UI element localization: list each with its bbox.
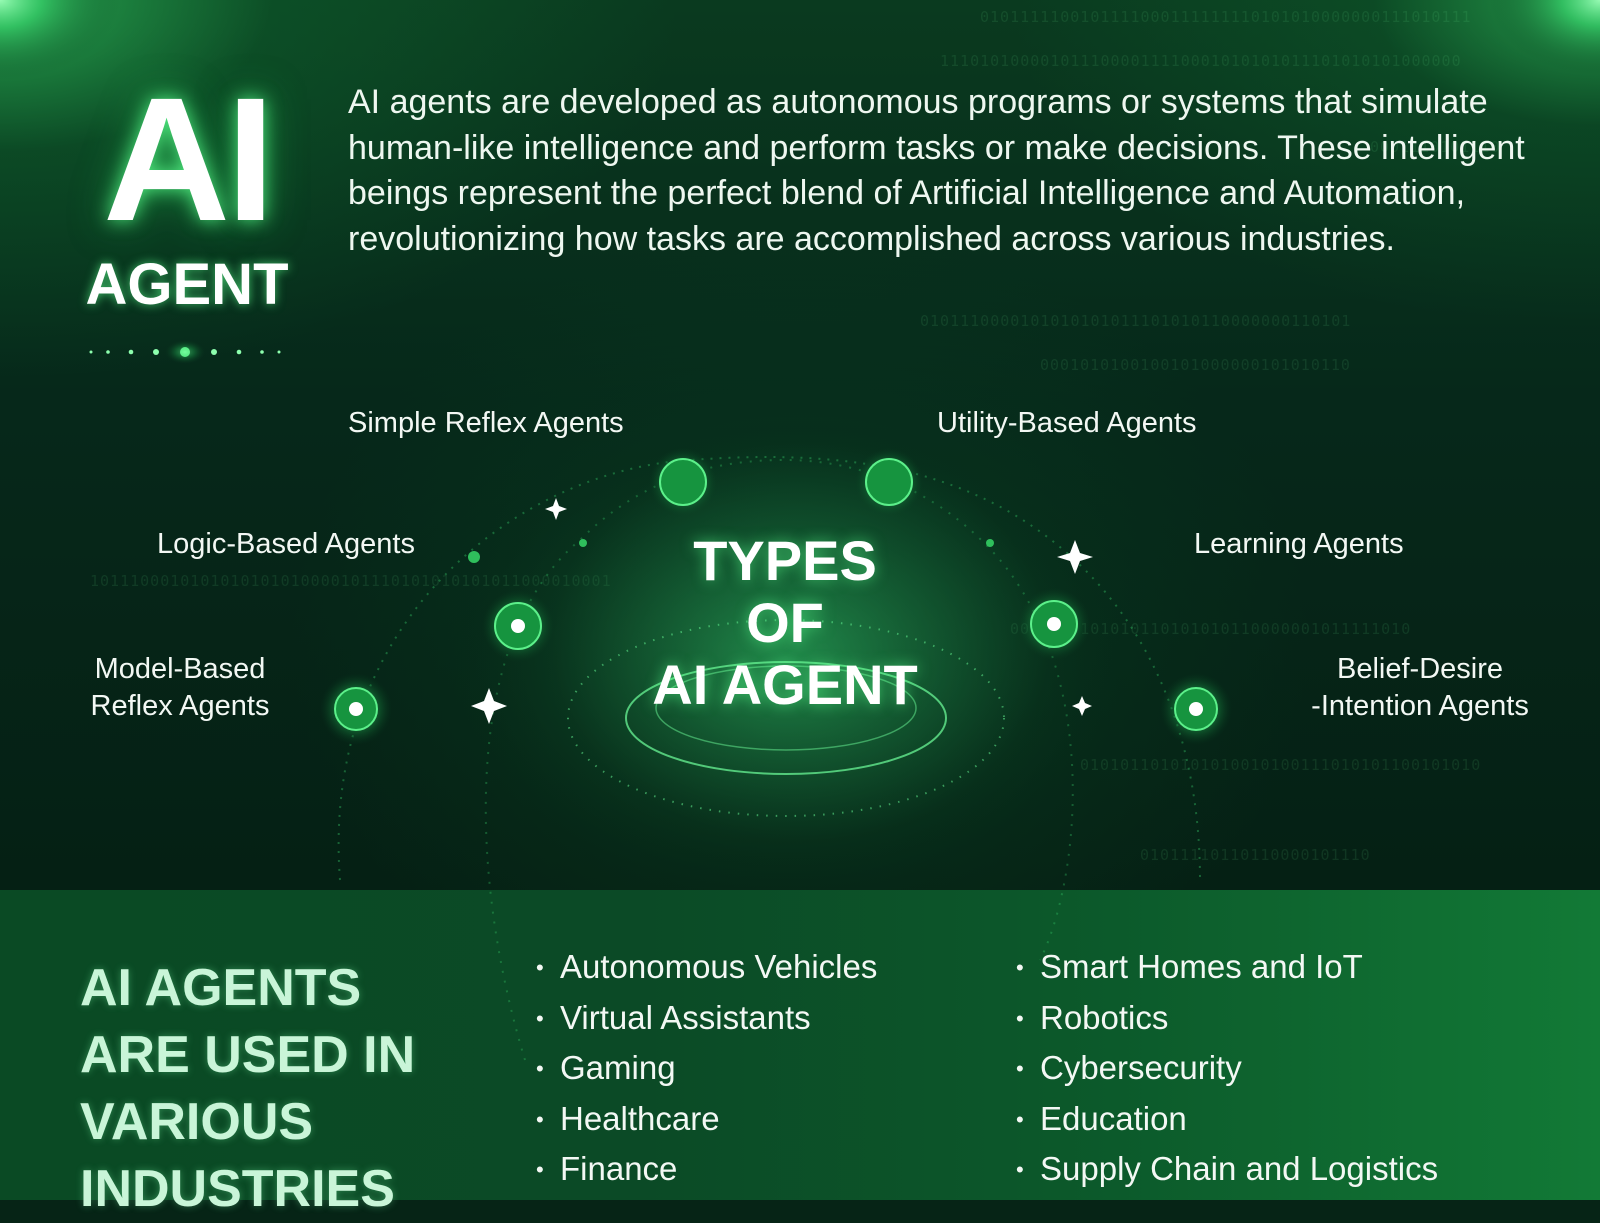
types-title: TYPES OF AI AGENT: [580, 530, 990, 716]
sparkle-icon: [471, 688, 507, 724]
sparkle-icon: [1057, 540, 1093, 574]
label-simple-reflex-agents: Simple Reflex Agents: [348, 407, 624, 439]
logo-dot-glow: [165, 340, 205, 364]
bullet-icon: •: [1016, 1157, 1024, 1182]
platform-ring: [655, 665, 917, 751]
orbit-dot: [468, 551, 480, 563]
list-item: • Virtual Assistants: [536, 993, 877, 1044]
bullet-icon: •: [536, 1106, 544, 1132]
list-item: • Supply Chain and Logistics: [1016, 1144, 1438, 1195]
bullet-icon: •: [1016, 1106, 1024, 1132]
industry-name: Gaming: [560, 1049, 676, 1086]
list-item: • Healthcare: [536, 1094, 877, 1145]
sparkle-icon: [1072, 696, 1092, 716]
bullet-icon: •: [1016, 1056, 1024, 1081]
industry-name: Healthcare: [560, 1099, 720, 1137]
industry-name: Supply Chain and Logistics: [1040, 1150, 1439, 1187]
orbit-dot: [579, 539, 587, 547]
platform-ring: [625, 661, 947, 775]
label-logic-based-agents: Logic-Based Agents: [157, 528, 415, 560]
bullet-icon: •: [536, 955, 544, 980]
label-line: Reflex Agents: [90, 690, 270, 722]
label-line: -Intention Agents: [1311, 690, 1529, 722]
industry-name: Autonomous Vehicles: [560, 948, 878, 985]
industry-name: Smart Homes and IoT: [1040, 948, 1363, 985]
industry-list-column-2: • Smart Homes and IoT • Robotics • Cybersec…: [1016, 942, 1438, 1195]
bullet-icon: •: [536, 1005, 544, 1031]
bullet-icon: •: [536, 1157, 544, 1182]
intro-paragraph: AI agents are developed as autonomous pr…: [348, 83, 1525, 258]
list-item: • Autonomous Vehicles: [536, 942, 877, 993]
binary-texture: 01011110110110000101110: [1140, 846, 1371, 864]
node-model-based: [320, 673, 392, 745]
label-utility-based-agents: Utility-Based Agents: [937, 407, 1197, 439]
industry-list-column-1: • Autonomous Vehicles • Virtual Assistants…: [536, 942, 877, 1195]
list-item: • Finance: [536, 1144, 877, 1195]
types-title-line: TYPES: [693, 529, 877, 592]
center-glow: [455, 430, 1115, 890]
industries-title-line: ARE USED IN: [80, 1026, 416, 1084]
industry-name: Virtual Assistants: [560, 998, 811, 1036]
sparkle-icon: [545, 498, 567, 520]
node-bdi: [1160, 673, 1232, 745]
binary-texture: 1110101000010111000011110001010101011101…: [940, 52, 1462, 70]
industries-title-line: AI AGENTS: [80, 959, 362, 1017]
logo-agent-text: AGENT: [85, 252, 289, 317]
binary-texture: 0101111100101111000111111110101010000000…: [980, 8, 1472, 26]
industries-title-line: INDUSTRIES: [80, 1160, 395, 1218]
binary-texture: 0001110101110: [1370, 138, 1501, 156]
list-item: • Gaming: [536, 1043, 877, 1094]
label-bdi-agents: Belief-Desire -Intention Agents: [1285, 651, 1555, 725]
list-item: • Smart Homes and IoT: [1016, 942, 1438, 993]
bullet-icon: •: [1016, 955, 1024, 980]
node-logic-based: [482, 590, 554, 662]
industry-name: Finance: [560, 1150, 678, 1187]
industry-name: Education: [1040, 1099, 1187, 1137]
corner-glow: [1490, 0, 1600, 75]
industry-name: Cybersecurity: [1040, 1049, 1242, 1086]
types-title-line: AI AGENT: [652, 653, 918, 716]
binary-texture: 0001010100100101000000101010110: [1040, 356, 1351, 374]
bullet-icon: •: [1016, 1005, 1024, 1031]
industries-title: AI AGENTS ARE USED IN VARIOUS INDUSTRIES: [80, 955, 510, 1223]
corner-glow: [0, 0, 120, 80]
orbit-dot: [986, 539, 994, 547]
binary-texture: 0101110000101010101011101010110000000110…: [920, 312, 1352, 330]
label-line: Model-Based: [94, 653, 266, 685]
types-title-line: OF: [746, 591, 824, 654]
node-simple-reflex: [649, 448, 717, 516]
logo-ai-text: AI: [103, 62, 275, 258]
list-item: • Robotics: [1016, 993, 1438, 1044]
list-item: • Cybersecurity: [1016, 1043, 1438, 1094]
label-learning-agents: Learning Agents: [1194, 528, 1404, 560]
binary-texture: 0101011010101010010100111010101100101010: [1080, 756, 1482, 774]
label-line: Belief-Desire: [1337, 653, 1503, 685]
list-item: • Education: [1016, 1094, 1438, 1145]
industries-background: [0, 890, 1600, 1200]
industries-title-line: VARIOUS: [80, 1093, 314, 1151]
label-model-based-reflex-agents: Model-Based Reflex Agents: [60, 651, 300, 725]
bullet-icon: •: [536, 1056, 544, 1081]
orbit-ring: [567, 619, 1005, 817]
industry-name: Robotics: [1040, 998, 1169, 1036]
orbit-outer: [337, 456, 1201, 881]
node-learning: [1018, 588, 1090, 660]
node-utility-based: [855, 448, 923, 516]
